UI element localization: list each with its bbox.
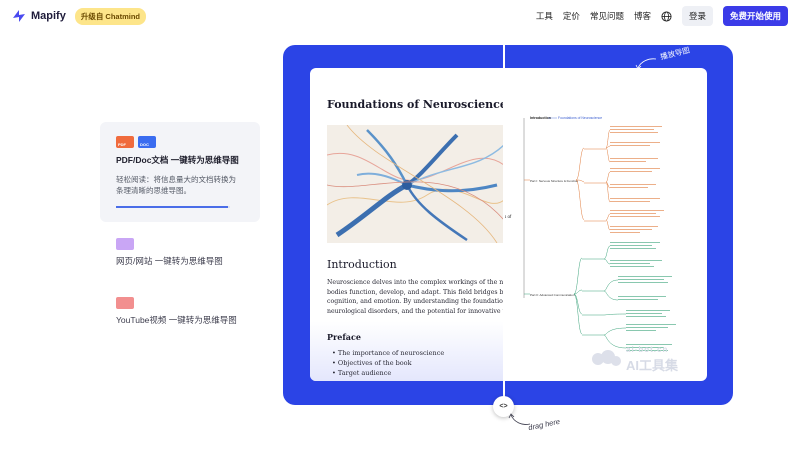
- nav-tools[interactable]: 工具: [535, 11, 553, 21]
- feature-web[interactable]: 网页/网站 一键转为思维导图: [116, 238, 223, 267]
- curved-arrow-icon: [635, 58, 657, 70]
- feature-title-web: 网页/网站 一键转为思维导图: [116, 256, 223, 266]
- feature-progress-bar: [116, 206, 230, 208]
- mindmap-preview: Introduction Foundations of Neuroscience…: [504, 68, 707, 381]
- main-nav: 工具 定价 常见问题 博客 登录 免费开始使用: [536, 6, 788, 26]
- login-button[interactable]: 登录: [681, 6, 713, 26]
- preface-item: Objectives of the book: [332, 358, 444, 368]
- pdf-file-icon: PDF: [116, 136, 134, 148]
- mapify-logo-icon: [13, 10, 25, 22]
- watermark-logo-icon: [592, 350, 621, 366]
- neuron-illustration: [327, 125, 504, 243]
- nav-faq[interactable]: 常见问题: [589, 11, 624, 21]
- video-icon: [116, 297, 134, 309]
- globe-icon[interactable]: [661, 10, 672, 22]
- watermark-brand: AI工具集: [626, 358, 679, 373]
- introduction-paragraph: Neuroscience delves into the complex wor…: [327, 279, 504, 315]
- webpage-icon: [116, 238, 134, 250]
- preface-item: Target audience: [332, 368, 444, 378]
- compare-divider[interactable]: [503, 0, 505, 408]
- feature-description: 轻松阅读：将信息量大的文档转换为 条理清晰的思维导图。: [116, 175, 236, 195]
- drag-hint-label: drag here: [527, 416, 561, 433]
- feature-title-pdf: PDF/Doc文档 一键转为思维导图: [116, 155, 239, 165]
- mindmap-branch-2: Part II: Advanced Communication: [530, 293, 575, 297]
- brand-name: Mapify: [31, 10, 66, 22]
- start-free-button[interactable]: 免费开始使用: [722, 6, 788, 26]
- preface-list: The importance of neuroscience Objective…: [332, 348, 444, 378]
- mindmap-root-child: Foundations of Neuroscience: [558, 116, 602, 120]
- drag-handle[interactable]: <>: [493, 396, 514, 417]
- doc-file-icon: DOC: [138, 136, 156, 148]
- mindmap-diagram: Introduction Foundations of Neuroscience…: [504, 116, 676, 351]
- preface-heading: Preface: [327, 332, 361, 342]
- upgrade-badge[interactable]: 升级自 Chatmind: [74, 7, 147, 25]
- file-type-icons: PDF DOC: [116, 136, 244, 148]
- brand-logo[interactable]: Mapify: [12, 9, 66, 23]
- feature-pdf-doc[interactable]: PDF DOC PDF/Doc文档 一键转为思维导图 轻松阅读：将信息量大的文档…: [100, 122, 260, 222]
- feature-progress-fill: [116, 206, 228, 208]
- curved-arrow-icon: [508, 413, 531, 425]
- feature-title-youtube: YouTube视频 一键转为思维导图: [116, 315, 237, 325]
- feature-youtube[interactable]: YouTube视频 一键转为思维导图: [116, 297, 237, 326]
- mindmap-root-label: Introduction: [530, 116, 551, 120]
- mindmap-cut-text: s of: [504, 214, 512, 219]
- mindmap-branch-1: Part I: Nervous Structure & Function: [530, 179, 579, 183]
- preface-item: The importance of neuroscience: [332, 348, 444, 358]
- code-arrows-icon: <>: [499, 403, 508, 410]
- document-title: Foundations of Neuroscience: [327, 98, 504, 111]
- nav-blog[interactable]: 博客: [633, 11, 651, 21]
- document-preview: Foundations of Neuroscience Introduction…: [310, 68, 504, 381]
- watermark-domain: ai-bot.cn: [626, 345, 669, 354]
- top-header: Mapify 升级自 Chatmind 工具 定价 常见问题 博客 登录 免费开…: [0, 0, 800, 32]
- introduction-heading: Introduction: [327, 258, 397, 271]
- nav-pricing[interactable]: 定价: [562, 11, 580, 21]
